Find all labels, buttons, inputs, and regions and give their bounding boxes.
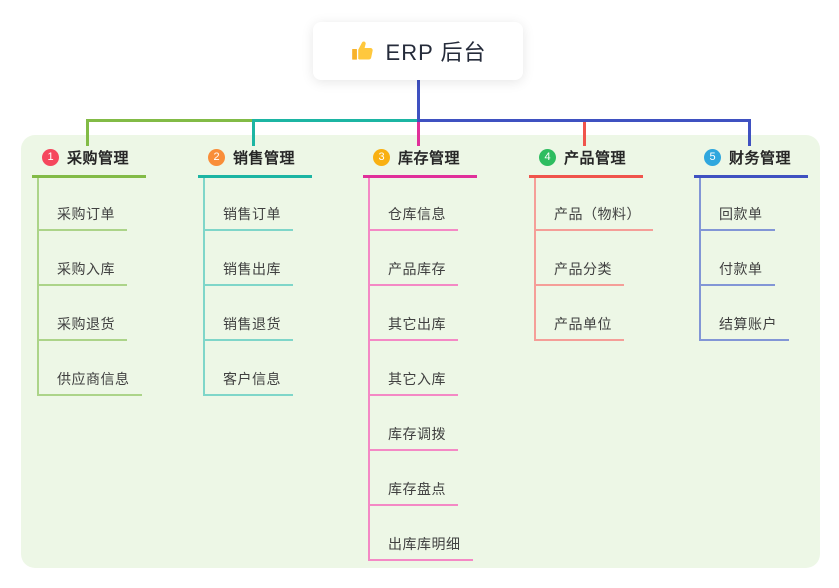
branch-label: 库存管理 — [398, 149, 461, 167]
child-node-结算账户[interactable]: 结算账户 — [699, 314, 789, 341]
branch-3-drop-line — [417, 122, 420, 146]
child-node-库存调拨[interactable]: 库存调拨 — [368, 424, 458, 451]
child-node-产品库存[interactable]: 产品库存 — [368, 259, 458, 286]
child-node-其它出库[interactable]: 其它出库 — [368, 314, 458, 341]
branch-header-财务管理[interactable]: 5 财务管理 — [694, 145, 808, 178]
branch-3-badge: 3 — [373, 148, 390, 166]
child-node-采购退货[interactable]: 采购退货 — [37, 314, 127, 341]
branch-label: 销售管理 — [233, 149, 296, 167]
branch-2-drop-line — [252, 122, 255, 146]
branch-1-drop-line — [86, 122, 89, 146]
branch-5-badge: 5 — [704, 148, 721, 166]
rail-segment-1 — [86, 119, 252, 122]
child-node-销售出库[interactable]: 销售出库 — [203, 259, 293, 286]
branch-5-drop-line — [748, 122, 751, 146]
branch-1-children-line — [37, 178, 39, 396]
child-node-供应商信息[interactable]: 供应商信息 — [37, 369, 142, 396]
branch-header-库存管理[interactable]: 3 库存管理 — [363, 145, 477, 178]
rail-segment-3 — [417, 119, 751, 122]
thumbs-up-icon — [351, 41, 373, 60]
child-node-产品分类[interactable]: 产品分类 — [534, 259, 624, 286]
child-node-采购订单[interactable]: 采购订单 — [37, 204, 127, 231]
branch-label: 采购管理 — [67, 149, 130, 167]
canvas-panel — [21, 135, 820, 568]
branch-header-产品管理[interactable]: 4 产品管理 — [529, 145, 643, 178]
child-node-产品单位[interactable]: 产品单位 — [534, 314, 624, 341]
branch-label: 财务管理 — [729, 149, 792, 167]
child-node-库存盘点[interactable]: 库存盘点 — [368, 479, 458, 506]
child-node-销售退货[interactable]: 销售退货 — [203, 314, 293, 341]
branch-header-采购管理[interactable]: 1 采购管理 — [32, 145, 146, 178]
branch-4-drop-line — [583, 122, 586, 146]
branch-5-children-line — [699, 178, 701, 341]
child-node-产品（物料）[interactable]: 产品（物料） — [534, 204, 653, 231]
child-node-出库库明细[interactable]: 出库库明细 — [368, 534, 473, 561]
branch-4-badge: 4 — [539, 148, 556, 166]
child-node-回款单[interactable]: 回款单 — [699, 204, 775, 231]
branch-4-children-line — [534, 178, 536, 341]
branch-3-children-line — [368, 178, 370, 561]
child-node-客户信息[interactable]: 客户信息 — [203, 369, 293, 396]
root-label: ERP 后台 — [385, 40, 487, 65]
child-node-其它入库[interactable]: 其它入库 — [368, 369, 458, 396]
branch-1-badge: 1 — [42, 148, 59, 166]
child-node-仓库信息[interactable]: 仓库信息 — [368, 204, 458, 231]
rail-segment-2 — [252, 119, 417, 122]
branch-label: 产品管理 — [564, 149, 627, 167]
branch-2-children-line — [203, 178, 205, 396]
branch-2-badge: 2 — [208, 148, 225, 166]
child-node-付款单[interactable]: 付款单 — [699, 259, 775, 286]
child-node-采购入库[interactable]: 采购入库 — [37, 259, 127, 286]
root-connector-line — [417, 80, 420, 122]
branch-header-销售管理[interactable]: 2 销售管理 — [198, 145, 312, 178]
root-node[interactable]: ERP 后台 — [313, 22, 523, 80]
child-node-销售订单[interactable]: 销售订单 — [203, 204, 293, 231]
